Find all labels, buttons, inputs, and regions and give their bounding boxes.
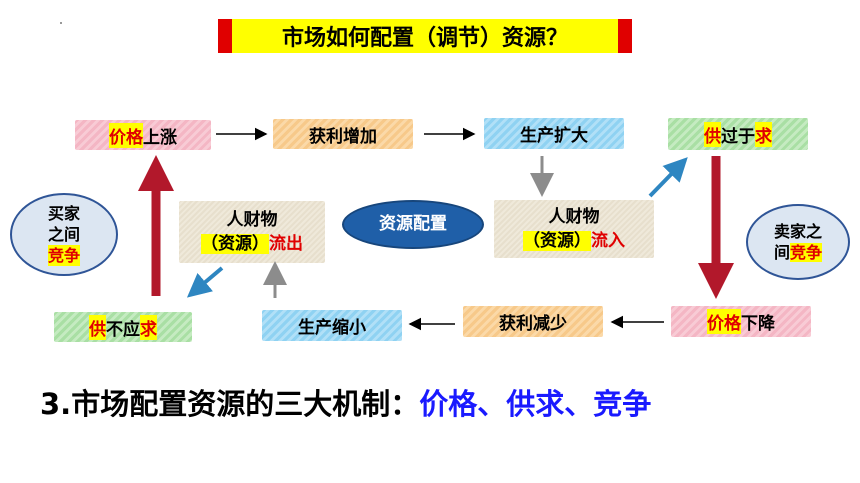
supply-short-box: 供不应求 — [54, 312, 192, 342]
page-title: 市场如何配置（调节）资源？ — [218, 19, 632, 53]
buyers-competition: 竞争 — [47, 245, 80, 266]
resources-in-line-1: 人财物 — [548, 207, 600, 227]
supply-exceeds-demand: 求 — [755, 121, 772, 147]
sellers-competition: 竞争 — [790, 243, 823, 262]
supply-exceeds-box: 供过于求 — [668, 118, 808, 150]
arrow-in-to-supply — [648, 157, 688, 198]
mechanisms-prefix: 3.市场配置资源的三大机制： — [40, 387, 420, 421]
profit-down-label: 获利减少 — [499, 314, 567, 334]
price-down-highlight: 价格 — [707, 309, 741, 334]
resources-in-box: 人财物 （资源）流入 — [494, 200, 654, 258]
resource-allocation-oval: 资源配置 — [342, 200, 484, 249]
resources-out-resources: （资源） — [201, 234, 269, 254]
production-shrink-label: 生产缩小 — [298, 318, 366, 338]
supply-short-mid: 不应 — [106, 319, 140, 340]
resources-out-box: 人财物 （资源）流出 — [179, 201, 325, 263]
buyers-line-2: 之间 — [47, 225, 80, 244]
supply-exceeds-supply: 供 — [704, 121, 721, 147]
resources-in-flow: 流入 — [591, 231, 625, 251]
supply-short-supply: 供 — [89, 314, 106, 340]
sellers-competition-oval: 卖家之 间竞争 — [746, 204, 850, 280]
sellers-line-1: 卖家之 — [773, 222, 822, 241]
buyers-line-1: 买家 — [47, 204, 80, 223]
production-expand-box: 生产扩大 — [484, 118, 624, 149]
supply-short-demand: 求 — [140, 314, 157, 340]
production-expand-label: 生产扩大 — [520, 126, 588, 146]
page-title-text: 市场如何配置（调节）资源？ — [281, 26, 568, 51]
price-down-box: 价格下降 — [671, 306, 811, 337]
profit-down-box: 获利减少 — [463, 306, 603, 337]
supply-exceeds-mid: 过于 — [721, 126, 755, 147]
profit-up-box: 获利增加 — [273, 119, 413, 149]
production-shrink-box: 生产缩小 — [262, 310, 402, 341]
tiny-dot — [60, 22, 62, 24]
price-up-highlight: 价格 — [109, 122, 143, 148]
resources-in-resources: （资源） — [523, 231, 591, 251]
mechanisms-statement: 3.市场配置资源的三大机制：价格、供求、竞争 — [40, 381, 651, 423]
sellers-line-2: 间 — [773, 243, 790, 262]
resources-out-flow: 流出 — [269, 234, 303, 254]
price-down-label: 下降 — [741, 314, 775, 334]
buyers-competition-oval: 买家 之间 竞争 — [10, 193, 118, 276]
resources-out-line-1: 人财物 — [226, 210, 278, 230]
arrow-out-to-short — [186, 266, 224, 298]
mechanisms-terms: 价格、供求、竞争 — [419, 387, 652, 421]
resource-allocation-label: 资源配置 — [379, 214, 447, 234]
profit-up-label: 获利增加 — [309, 126, 377, 147]
price-up-label: 上涨 — [143, 127, 177, 148]
price-up-box: 价格上涨 — [75, 120, 211, 150]
